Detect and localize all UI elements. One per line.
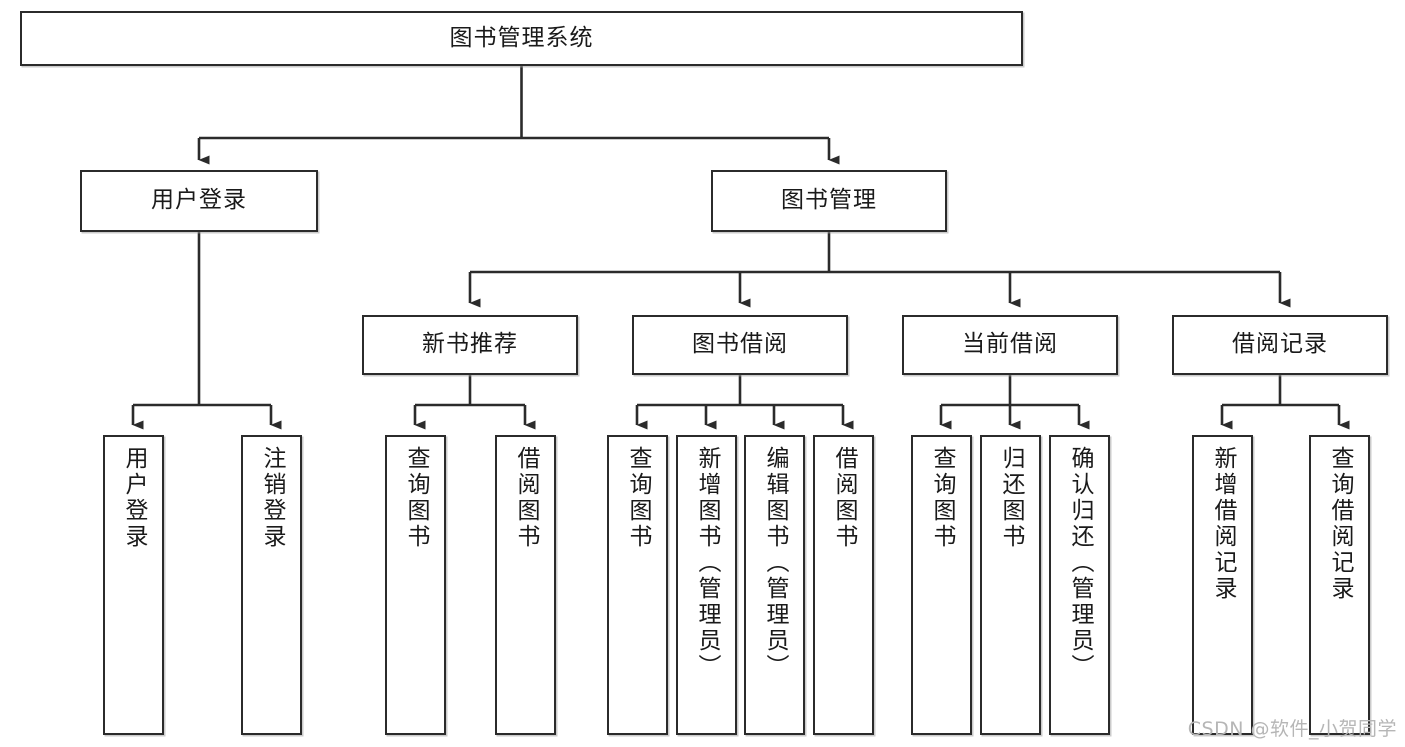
node-label: 新书推荐	[422, 331, 518, 358]
leaf-current-borrow-query[interactable]: 查询图书	[911, 435, 972, 735]
node-label: 当前借阅	[962, 331, 1058, 358]
leaf-borrow-record-query[interactable]: 查询借阅记录	[1309, 435, 1370, 735]
leaf-book-borrow-borrow[interactable]: 借阅图书	[813, 435, 874, 735]
node-current-borrow[interactable]: 当前借阅	[902, 315, 1118, 375]
node-label: 图书借阅	[692, 331, 788, 358]
leaf-new-book-borrow[interactable]: 借阅图书	[495, 435, 556, 735]
node-user-login[interactable]: 用户登录	[80, 170, 318, 232]
node-label: 借阅图书	[513, 446, 539, 550]
node-label: 注销登录	[259, 446, 285, 550]
node-label: 用户登录	[121, 446, 147, 550]
node-label: 确认归还（管理员）	[1067, 446, 1093, 680]
node-label: 图书管理	[781, 187, 877, 214]
node-label: 查询图书	[625, 446, 651, 550]
node-label: 新增借阅记录	[1210, 446, 1236, 602]
node-new-book-recommend[interactable]: 新书推荐	[362, 315, 578, 375]
node-root-system[interactable]: 图书管理系统	[20, 11, 1023, 66]
node-label: 查询图书	[929, 446, 955, 550]
node-book-borrow[interactable]: 图书借阅	[632, 315, 848, 375]
leaf-current-borrow-confirm[interactable]: 确认归还（管理员）	[1049, 435, 1110, 735]
leaf-book-borrow-edit[interactable]: 编辑图书（管理员）	[744, 435, 805, 735]
leaf-user-login-logout[interactable]: 注销登录	[241, 435, 302, 735]
node-label: 归还图书	[998, 446, 1024, 550]
node-label: 借阅记录	[1232, 331, 1328, 358]
node-label: 图书管理系统	[449, 24, 594, 51]
node-borrow-record[interactable]: 借阅记录	[1172, 315, 1388, 375]
leaf-book-borrow-add[interactable]: 新增图书（管理员）	[676, 435, 737, 735]
leaf-new-book-query[interactable]: 查询图书	[385, 435, 446, 735]
leaf-user-login-login[interactable]: 用户登录	[103, 435, 164, 735]
node-label: 查询借阅记录	[1327, 446, 1353, 602]
watermark-text: CSDN @软件_小贺同学	[1187, 718, 1397, 740]
node-book-management[interactable]: 图书管理	[711, 170, 947, 232]
node-label: 新增图书（管理员）	[694, 446, 720, 680]
node-label: 用户登录	[151, 187, 247, 214]
leaf-current-borrow-return[interactable]: 归还图书	[980, 435, 1041, 735]
node-label: 编辑图书（管理员）	[762, 446, 788, 680]
node-label: 借阅图书	[831, 446, 857, 550]
leaf-book-borrow-query[interactable]: 查询图书	[607, 435, 668, 735]
leaf-borrow-record-add[interactable]: 新增借阅记录	[1192, 435, 1253, 735]
node-label: 查询图书	[403, 446, 429, 550]
